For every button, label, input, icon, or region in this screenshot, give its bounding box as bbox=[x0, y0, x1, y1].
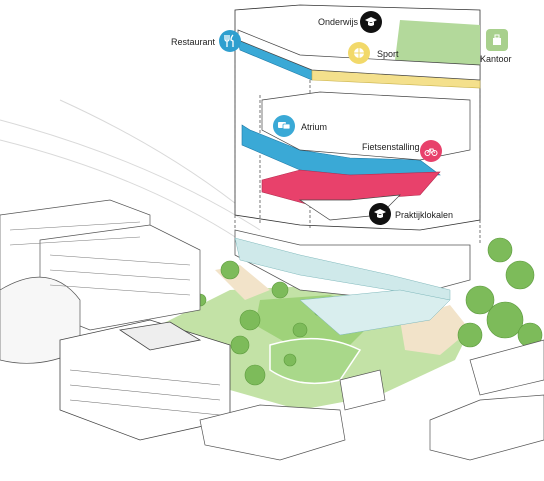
atrium-level bbox=[241, 124, 441, 176]
praktijklokalen-badge bbox=[369, 203, 391, 225]
kantoor-badge bbox=[486, 29, 508, 51]
kantoor-roof bbox=[395, 20, 480, 65]
fietsenstalling-label: Fietsenstalling bbox=[362, 142, 420, 152]
sport-label: Sport bbox=[377, 49, 399, 59]
atrium-label: Atrium bbox=[301, 122, 328, 132]
middle-floor bbox=[261, 91, 471, 161]
cutlery-icon bbox=[224, 34, 234, 47]
atrium-badge bbox=[273, 115, 295, 137]
bicycle-icon bbox=[424, 148, 438, 156]
graduation-cap-icon bbox=[365, 17, 377, 26]
restaurant-label: Restaurant bbox=[171, 37, 216, 47]
central-base bbox=[234, 229, 471, 336]
sport-icon bbox=[354, 48, 364, 58]
street-lines bbox=[0, 99, 261, 241]
left-building bbox=[0, 199, 201, 364]
sport-badge bbox=[348, 42, 370, 64]
row-houses bbox=[199, 339, 544, 461]
kantoor-label: Kantoor bbox=[480, 54, 512, 64]
graduation-cap-icon-2 bbox=[374, 209, 386, 218]
office-icon bbox=[493, 34, 501, 45]
chat-icon bbox=[278, 122, 291, 130]
trees bbox=[193, 237, 543, 386]
restaurant-badge bbox=[219, 30, 241, 52]
onderwijs-badge bbox=[360, 11, 382, 33]
onderwijs-label: Onderwijs bbox=[318, 17, 359, 27]
praktijklokalen-label: Praktijklokalen bbox=[395, 210, 454, 220]
fietsenstalling-badge bbox=[420, 140, 442, 162]
